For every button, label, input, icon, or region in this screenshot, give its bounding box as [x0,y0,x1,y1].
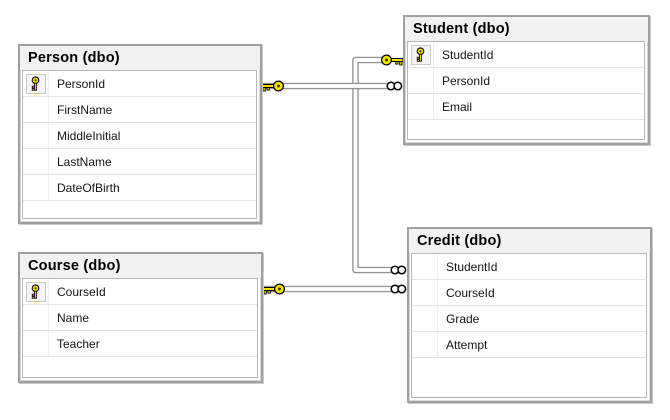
field-name: PersonId [442,73,491,88]
field-name: PersonId [57,76,106,91]
table-row[interactable]: StudentId [412,254,646,280]
table-row[interactable]: Grade [412,306,646,332]
table-row[interactable]: PersonId [23,71,256,97]
field-name: LastName [57,154,112,169]
table-row[interactable]: CourseId [23,279,257,305]
many-end-infinity-icon[interactable] [390,265,407,275]
table-row[interactable]: Teacher [23,331,257,357]
table-title: Person (dbo) [28,50,120,66]
many-end-infinity-icon[interactable] [390,284,407,294]
row-gutter [23,279,49,304]
row-gutter [23,123,49,148]
row-gutter [23,305,49,330]
field-name: Name [57,310,90,325]
table-course-header[interactable]: Course (dbo) [20,254,261,278]
table-row[interactable]: Attempt [412,332,646,358]
field-name: Attempt [446,337,488,352]
row-gutter [412,332,438,357]
table-row[interactable]: FirstName [23,97,256,123]
field-name: MiddleInitial [57,128,121,143]
one-end-key-icon[interactable] [381,54,404,66]
primary-key-icon [31,284,40,299]
table-student-body: StudentId PersonId Email [407,41,645,140]
field-name: CourseId [446,285,495,300]
row-gutter [23,331,49,356]
table-credit[interactable]: Credit (dbo) StudentId CourseId Grade At… [407,227,652,403]
field-name: FirstName [57,102,113,117]
row-gutter [412,280,438,305]
table-student[interactable]: Student (dbo) StudentId PersonId Email [403,15,650,145]
table-row[interactable]: MiddleInitial [23,123,256,149]
table-student-header[interactable]: Student (dbo) [405,17,648,41]
table-row[interactable]: CourseId [412,280,646,306]
field-name: Grade [446,311,480,326]
table-person[interactable]: Person (dbo) PersonId FirstName MiddleIn… [18,44,262,224]
empty-row-area [408,120,644,139]
field-name: Teacher [57,336,100,351]
empty-row-area [412,358,646,397]
field-name: CourseId [57,284,106,299]
empty-row-area [23,357,257,377]
one-end-key-icon[interactable] [262,283,285,295]
table-title: Course (dbo) [28,258,121,274]
field-name: StudentId [442,47,494,62]
table-person-body: PersonId FirstName MiddleInitial LastNam… [22,70,257,219]
row-gutter [408,42,434,67]
field-name: Email [442,99,473,114]
primary-key-icon [416,47,425,62]
table-title: Credit (dbo) [417,233,502,249]
table-row[interactable]: PersonId [408,68,644,94]
field-name: DateOfBirth [57,180,120,195]
row-gutter [412,254,438,279]
table-title: Student (dbo) [413,21,510,37]
row-gutter [23,175,49,200]
table-credit-header[interactable]: Credit (dbo) [409,229,650,253]
field-name: StudentId [446,259,498,274]
one-end-key-icon[interactable] [261,80,284,92]
row-gutter [408,94,434,119]
row-gutter [408,68,434,93]
table-row[interactable]: DateOfBirth [23,175,256,201]
primary-key-icon [31,76,40,91]
table-person-header[interactable]: Person (dbo) [20,46,260,70]
table-credit-body: StudentId CourseId Grade Attempt [411,253,647,398]
empty-row-area [23,201,256,218]
relationship-student-credit[interactable] [352,56,401,274]
table-row[interactable]: Email [408,94,644,120]
row-gutter [412,306,438,331]
primary-key-cell [25,73,46,94]
row-gutter [23,97,49,122]
primary-key-cell [25,281,46,302]
table-row[interactable]: LastName [23,149,256,175]
table-row[interactable]: StudentId [408,42,644,68]
table-course[interactable]: Course (dbo) CourseId Name Teacher [18,252,263,383]
table-row[interactable]: Name [23,305,257,331]
primary-key-cell [410,44,431,65]
row-gutter [23,71,49,96]
row-gutter [23,149,49,174]
many-end-infinity-icon[interactable] [386,81,403,91]
table-course-body: CourseId Name Teacher [22,278,258,378]
